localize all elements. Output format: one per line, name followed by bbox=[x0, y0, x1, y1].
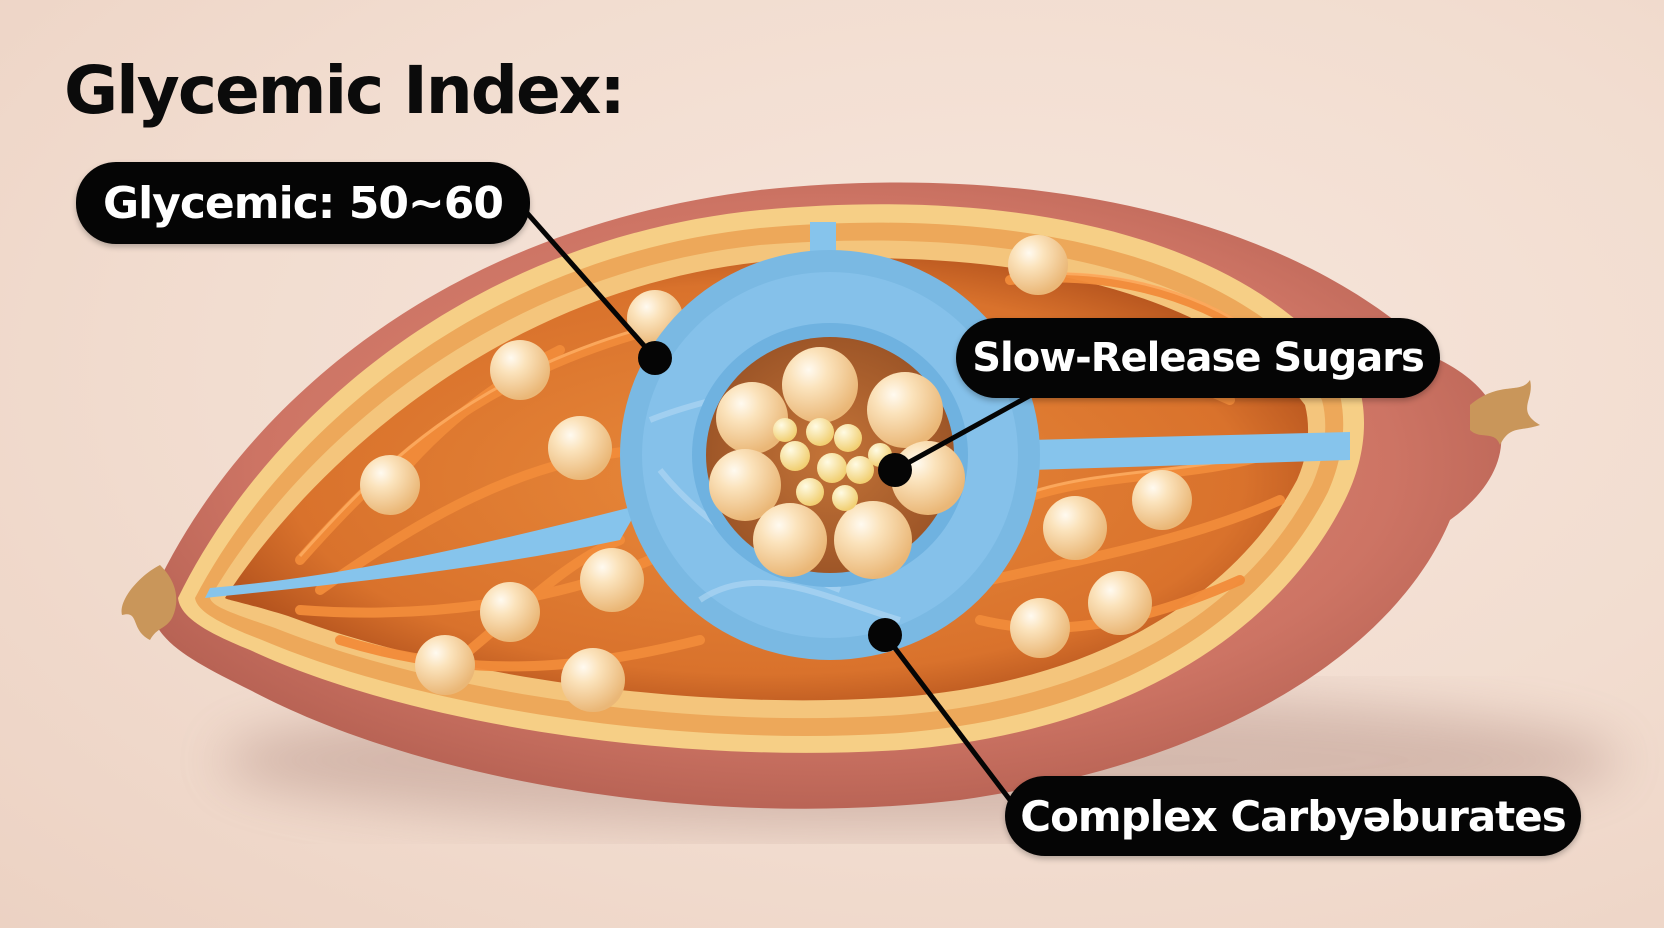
slow-release-sugars-label: Slow-Release Sugars bbox=[956, 318, 1440, 398]
root-tuft-right bbox=[1470, 380, 1540, 445]
glycemic-value-label: Glycemic: 50~60 bbox=[76, 162, 530, 244]
glycemic-value-text: Glycemic: 50~60 bbox=[102, 177, 504, 229]
complex-carbohydrates-text: Complex Carbyəburates bbox=[1020, 791, 1566, 841]
slow-release-sugars-text: Slow-Release Sugars bbox=[972, 335, 1425, 381]
starch-granules bbox=[360, 235, 1192, 712]
complex-carbohydrates-label: Complex Carbyəburates bbox=[1005, 776, 1581, 856]
callout-dots bbox=[638, 341, 912, 652]
central-granule-cluster bbox=[706, 337, 965, 579]
callout-connectors bbox=[518, 203, 1042, 802]
page-title: Glycemic Index: bbox=[64, 52, 626, 129]
root-tuft-left bbox=[121, 565, 177, 640]
